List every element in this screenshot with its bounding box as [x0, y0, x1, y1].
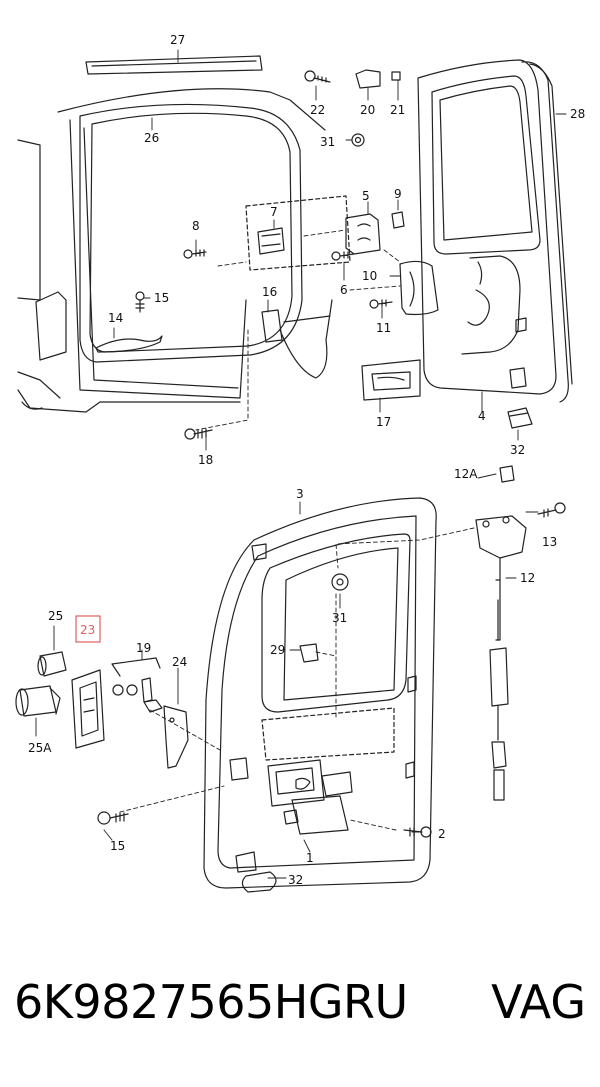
cable-16: [261, 299, 333, 379]
label-9: 9: [394, 187, 402, 201]
buffer-32a: [507, 407, 533, 429]
bolt-11: [369, 299, 393, 309]
hinge-5: [345, 213, 381, 255]
rear-door-4: [417, 59, 557, 395]
bolt-8: [183, 249, 207, 259]
label-5: 5: [362, 189, 370, 203]
parts-19: [111, 657, 163, 713]
label-25A: 25A: [28, 741, 52, 755]
door-inner-panel-3: [203, 497, 437, 889]
label-14: 14: [108, 311, 123, 325]
vehicle-body-outline: [17, 88, 326, 413]
hinge-bracket-dash: [245, 195, 351, 271]
label-11: 11: [376, 321, 391, 335]
label-25: 25: [48, 609, 63, 623]
label-31b: 31: [332, 611, 347, 625]
label-16: 16: [262, 285, 277, 299]
trim-17: [361, 359, 421, 401]
label-19: 19: [136, 641, 151, 655]
lock-1: [267, 759, 353, 835]
cylinder-25: [37, 651, 67, 677]
label-6: 6: [340, 283, 348, 297]
highlight-box-23: [75, 615, 101, 643]
label-22: 22: [310, 103, 325, 117]
clip-12A: [499, 465, 515, 483]
label-27: 27: [170, 33, 185, 47]
label-3: 3: [296, 487, 304, 501]
label-4: 4: [478, 409, 486, 423]
label-32b: 32: [288, 873, 303, 887]
label-8: 8: [192, 219, 200, 233]
weatherstrip-28: [521, 61, 573, 403]
label-18: 18: [198, 453, 213, 467]
cap-20: [355, 69, 381, 89]
bolt-15a: [135, 291, 145, 313]
cylinder-25A: [15, 685, 61, 717]
clip-29: [299, 643, 319, 663]
label-28: 28: [570, 107, 585, 121]
buffer-9: [391, 211, 405, 229]
part-labels: 27 22 20 21 28 26 31 5 9 7 8 16 6 10 15 …: [28, 33, 585, 887]
label-32: 32: [510, 443, 525, 457]
bracket-12-13: [475, 515, 527, 801]
footer: 6K9827565HGRU VAG: [0, 975, 600, 1045]
label-1: 1: [306, 851, 314, 865]
nut-31b: [331, 573, 349, 591]
seal-strip-27: [85, 55, 263, 75]
label-23: 23: [80, 623, 95, 637]
label-29: 29: [270, 643, 285, 657]
label-15b: 15: [110, 839, 125, 853]
label-17: 17: [376, 415, 391, 429]
lock-housing-10: [399, 260, 439, 316]
bolt-6: [331, 251, 355, 261]
buffer-32b: [241, 871, 277, 893]
label-21: 21: [390, 103, 405, 117]
label-2: 2: [438, 827, 446, 841]
bolt-18: [184, 428, 213, 440]
housing-23: [71, 669, 105, 749]
brand: VAG: [491, 975, 586, 1029]
label-12: 12: [520, 571, 535, 585]
part-number: 6K9827565HGRU: [14, 975, 408, 1029]
screw-22: [304, 70, 331, 83]
label-26: 26: [144, 131, 159, 145]
label-15: 15: [154, 291, 169, 305]
bracket-24: [163, 705, 189, 769]
label-7: 7: [270, 205, 278, 219]
seal-26-inner: [89, 112, 293, 353]
bolt-13: [537, 502, 566, 518]
label-10: 10: [362, 269, 377, 283]
hinge-7: [257, 227, 285, 255]
label-12A: 12A: [454, 467, 478, 481]
label-13: 13: [542, 535, 557, 549]
label-31: 31: [320, 135, 335, 149]
bolt-15b: [97, 811, 129, 825]
seal-26: [79, 103, 303, 363]
label-24: 24: [172, 655, 187, 669]
nut-31a: [351, 133, 365, 147]
label-20: 20: [360, 103, 375, 117]
clip-21: [391, 71, 401, 81]
trim-14: [95, 335, 163, 353]
